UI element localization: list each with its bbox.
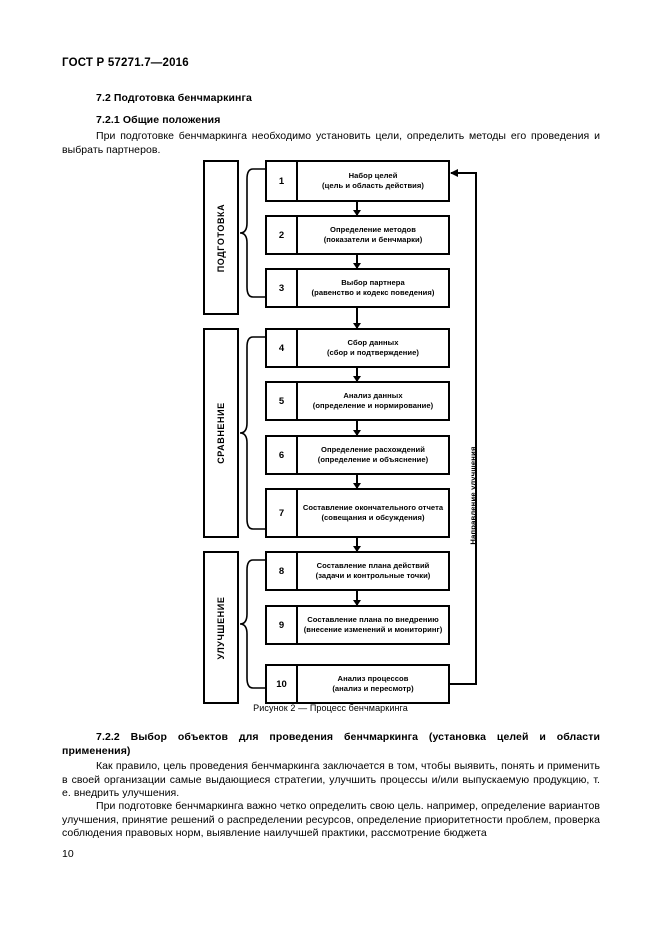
brace-preparation <box>239 167 265 299</box>
process-title-6: Определение расхождений <box>321 445 425 454</box>
process-number-1: 1 <box>267 162 298 200</box>
process-title-5: Анализ данных <box>343 391 403 400</box>
page-number: 10 <box>62 848 74 860</box>
process-number-2: 2 <box>267 217 298 253</box>
phase-bar-preparation: ПОДГОТОВКА <box>203 160 239 315</box>
process-box-9: 9 Составление плана по внедрению (внесен… <box>265 605 450 645</box>
process-label-3: Выбор партнера (равенство и кодекс повед… <box>298 270 448 306</box>
connector-5-to-6 <box>353 421 361 436</box>
process-title-3: Выбор партнера <box>341 278 405 287</box>
process-number-6: 6 <box>267 437 298 473</box>
process-box-1: 1 Набор целей (цель и область действия) <box>265 160 450 202</box>
figure-caption: Рисунок 2 — Процесс бенчмаркинга <box>253 703 408 713</box>
loop-direction-text: Направление улучшения <box>468 445 478 545</box>
process-label-2: Определение методов (показатели и бенчма… <box>298 217 448 253</box>
phase-label-comparison: СРАВНЕНИЕ <box>216 402 226 464</box>
connector-2-to-3 <box>353 255 361 269</box>
process-detail-7: (совещания и обсуждения) <box>321 513 425 522</box>
process-box-2: 2 Определение методов (показатели и бенч… <box>265 215 450 255</box>
process-number-9: 9 <box>267 607 298 643</box>
figure-benchmarking-process: Направление улучшения ПОДГОТОВКА СРАВНЕН… <box>0 155 661 715</box>
process-number-8: 8 <box>267 553 298 589</box>
process-number-5: 5 <box>267 383 298 419</box>
brace-comparison <box>239 335 265 531</box>
process-title-2: Определение методов <box>330 225 416 234</box>
process-detail-8: (задачи и контрольные точки) <box>315 571 431 580</box>
process-number-4: 4 <box>267 330 298 366</box>
process-box-5: 5 Анализ данных (определение и нормирова… <box>265 381 450 421</box>
process-detail-3: (равенство и кодекс поведения) <box>311 288 435 297</box>
connector-3-to-4 <box>353 308 361 329</box>
feedback-loop <box>0 155 661 715</box>
process-box-7: 7 Составление окончательного отчета (сов… <box>265 488 450 538</box>
process-title-4: Сбор данных <box>347 338 399 347</box>
connector-4-to-5 <box>353 368 361 382</box>
process-detail-4: (сбор и подтверждение) <box>326 348 420 357</box>
phase-bar-comparison: СРАВНЕНИЕ <box>203 328 239 538</box>
heading-7-2: 7.2 Подготовка бенчмаркинга <box>96 92 252 104</box>
process-title-1: Набор целей <box>348 171 398 180</box>
process-number-7: 7 <box>267 490 298 536</box>
process-label-7: Составление окончательного отчета (совещ… <box>298 490 448 536</box>
paragraph-7-2-2-1: Как правило, цель проведения бенчмаркинг… <box>62 760 600 800</box>
connector-1-to-2 <box>353 202 361 216</box>
connector-6-to-7 <box>353 475 361 489</box>
process-label-5: Анализ данных (определение и нормировани… <box>298 383 448 419</box>
process-box-3: 3 Выбор партнера (равенство и кодекс пов… <box>265 268 450 308</box>
process-label-10: Анализ процессов (анализ и пересмотр) <box>298 666 448 702</box>
heading-7-2-1: 7.2.1 Общие положения <box>96 114 221 126</box>
process-title-9: Составление плана по внедрению <box>307 615 439 624</box>
process-detail-9: (внесение изменений и мониторинг) <box>303 625 443 634</box>
process-detail-1: (цель и область действия) <box>322 181 424 190</box>
process-detail-10: (анализ и пересмотр) <box>332 684 414 693</box>
brace-improvement <box>239 558 265 690</box>
process-label-6: Определение расхождений (определение и о… <box>298 437 448 473</box>
loop-direction-label: Направление улучшения <box>463 410 483 580</box>
phase-label-preparation: ПОДГОТОВКА <box>216 203 226 272</box>
process-box-10: 10 Анализ процессов (анализ и пересмотр) <box>265 664 450 704</box>
process-label-9: Составление плана по внедрению (внесение… <box>298 607 448 643</box>
process-detail-2: (показатели и бенчмарки) <box>323 235 423 244</box>
process-box-8: 8 Составление плана действий (задачи и к… <box>265 551 450 591</box>
running-head: ГОСТ Р 57271.7—2016 <box>62 57 189 69</box>
paragraph-7-2-1: При подготовке бенчмаркинга необходимо у… <box>62 130 600 156</box>
process-number-10: 10 <box>267 666 298 702</box>
process-title-8: Составление плана действий <box>316 561 430 570</box>
phase-bar-improvement: УЛУЧШЕНИЕ <box>203 551 239 704</box>
process-box-6: 6 Определение расхождений (определение и… <box>265 435 450 475</box>
phase-label-improvement: УЛУЧШЕНИЕ <box>216 596 226 659</box>
process-number-3: 3 <box>267 270 298 306</box>
connector-8-to-9 <box>353 591 361 606</box>
connector-7-to-8 <box>353 538 361 552</box>
process-label-8: Составление плана действий (задачи и кон… <box>298 553 448 589</box>
process-label-4: Сбор данных (сбор и подтверждение) <box>298 330 448 366</box>
process-box-4: 4 Сбор данных (сбор и подтверждение) <box>265 328 450 368</box>
heading-7-2-2: 7.2.2 Выбор объектов для проведения бенч… <box>62 731 600 757</box>
paragraph-7-2-2-2: При подготовке бенчмаркинга важно четко … <box>62 800 600 840</box>
process-detail-6: (определение и объяснение) <box>317 455 429 464</box>
process-detail-5: (определение и нормирование) <box>312 401 434 410</box>
process-title-7: Составление окончательного отчета <box>302 503 444 512</box>
process-title-10: Анализ процессов <box>337 674 409 683</box>
process-label-1: Набор целей (цель и область действия) <box>298 162 448 200</box>
